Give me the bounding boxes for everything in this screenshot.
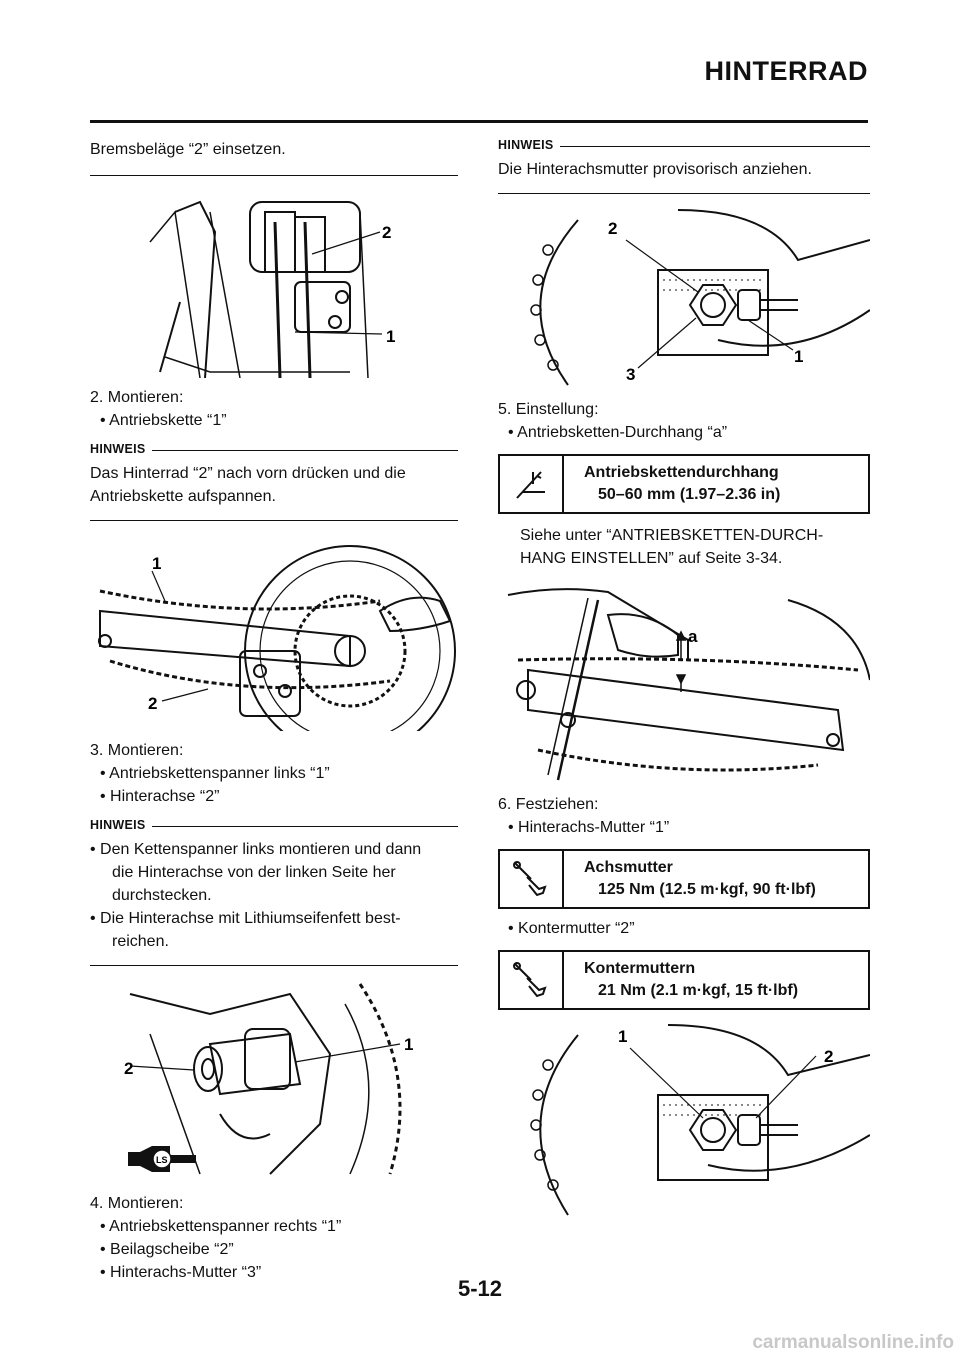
note-3-text: Die Hinterachsmutter provisorisch anzieh… — [498, 161, 812, 178]
axle-nut-figure: 2 3 1 — [530, 209, 870, 386]
note-1-line: Das Hinterrad “2” nach vorn drücken und … — [90, 465, 406, 482]
spec-locknuts: Kontermuttern 21 Nm (2.1 m·kgf, 15 ft·lb… — [498, 950, 870, 1010]
fig3-label-1: 1 — [404, 1035, 413, 1054]
note-1-label: HINWEIS — [90, 442, 146, 456]
fig6-label-1: 1 — [618, 1027, 627, 1046]
fig1-label-2: 2 — [382, 223, 391, 242]
spec-chain-slack-value: 50–60 mm (1.97–2.36 in) — [598, 486, 781, 503]
torque-wrench-icon — [500, 952, 564, 1008]
brake-caliper-figure: 2 1 — [149, 200, 395, 378]
fig3-label-2: 2 — [124, 1059, 133, 1078]
reference-line: Siehe unter “ANTRIEBSKETTEN-DURCH- — [520, 527, 824, 544]
grease-icon-label: LS — [156, 1155, 168, 1165]
step-4-bullet: • Beilagscheibe “2” — [100, 1241, 234, 1258]
fig2-label-1: 1 — [152, 554, 161, 573]
divider — [90, 175, 458, 176]
step-3-bullet: • Antriebskettenspanner links “1” — [100, 765, 330, 782]
spec-axle-nut-name: Achsmutter — [584, 859, 673, 876]
lithium-grease-icon: LS — [128, 1146, 196, 1172]
step-6-title: 6. Festziehen: — [498, 796, 599, 813]
note-2-item-line: durchstecken. — [112, 887, 212, 904]
note-2-item-line: • Die Hinterachse mit Lithiumseifenfett … — [90, 910, 401, 927]
note-2-body: • Den Kettenspanner links montieren und … — [90, 838, 458, 953]
locknut-bullet: • Kontermutter “2” — [508, 920, 635, 937]
fig4-label-2: 2 — [608, 219, 617, 238]
note-2-item-line: die Hinterachse von der linken Seite her — [112, 864, 396, 881]
step-6-bullet: • Hinterachs-Mutter “1” — [508, 819, 670, 836]
step-4-bullet: • Hinterachs-Mutter “3” — [100, 1264, 262, 1281]
chain-slack-figure: a — [507, 588, 870, 781]
note-1-line: Antriebskette aufspannen. — [90, 488, 276, 505]
locknut-figure: 1 2 — [530, 1024, 870, 1216]
chain-wheel-figure: 1 2 — [98, 545, 456, 731]
step-2-title: 2. Montieren: — [90, 389, 184, 406]
reference-line: HANG EINSTELLEN” auf Seite 3-34. — [520, 550, 783, 567]
axle-puller-figure: 2 1 LS — [124, 983, 413, 1175]
watermark: carmanualsonline.info — [752, 1332, 954, 1353]
page-number: 5-12 — [457, 1276, 503, 1301]
fig4-label-1: 1 — [794, 347, 803, 366]
right-column: HINWEIS Die Hinterachsmutter provisorisc… — [498, 132, 870, 1218]
step-2-bullet: • Antriebskette “1” — [100, 412, 227, 429]
left-column: Bremsbeläge “2” einsetzen. 2 1 2. Montie… — [90, 132, 458, 1284]
step-3-title: 3. Montieren: — [90, 742, 184, 759]
step-4-title: 4. Montieren: — [90, 1195, 184, 1212]
note-3-end-rule — [498, 193, 870, 194]
note-3-header: HINWEIS — [498, 138, 870, 152]
fig5-label-a: a — [688, 627, 698, 646]
note-2-item-line: reichen. — [112, 933, 169, 950]
fig4-label-3: 3 — [626, 365, 635, 384]
note-2-label: HINWEIS — [90, 818, 146, 832]
note-2-end-rule — [90, 965, 458, 966]
intro-text: Bremsbeläge “2” einsetzen. — [90, 141, 286, 158]
torque-wrench-icon — [500, 851, 564, 907]
step-4-bullet: • Antriebskettenspanner rechts “1” — [100, 1218, 342, 1235]
note-3-label: HINWEIS — [498, 138, 554, 152]
spec-chain-slack: Antriebskettendurchhang 50–60 mm (1.97–2… — [498, 454, 870, 514]
fig1-label-1: 1 — [386, 327, 395, 346]
step-3-bullet: • Hinterachse “2” — [100, 788, 220, 805]
spec-axle-nut: Achsmutter 125 Nm (12.5 m·kgf, 90 ft·lbf… — [498, 849, 870, 909]
spec-locknuts-value: 21 Nm (2.1 m·kgf, 15 ft·lbf) — [598, 982, 799, 999]
note-1-header: HINWEIS — [90, 442, 458, 456]
note-1-end-rule — [90, 520, 458, 521]
fig6-label-2: 2 — [824, 1047, 833, 1066]
step-5-bullet: • Antriebsketten-Durchhang “a” — [508, 424, 728, 441]
spec-chain-slack-name: Antriebskettendurchhang — [584, 464, 779, 481]
step-5-title: 5. Einstellung: — [498, 401, 599, 418]
note-2-header: HINWEIS — [90, 818, 458, 832]
fig2-label-2: 2 — [148, 694, 157, 713]
note-2-item-line: • Den Kettenspanner links montieren und … — [90, 841, 422, 858]
note-1-body: Das Hinterrad “2” nach vorn drücken und … — [90, 462, 458, 508]
page-title: HINTERRAD — [704, 56, 868, 86]
spec-axle-nut-value: 125 Nm (12.5 m·kgf, 90 ft·lbf) — [598, 881, 816, 898]
title-rule — [90, 120, 868, 123]
spec-locknuts-name: Kontermuttern — [584, 960, 696, 977]
caliper-icon — [500, 456, 564, 512]
